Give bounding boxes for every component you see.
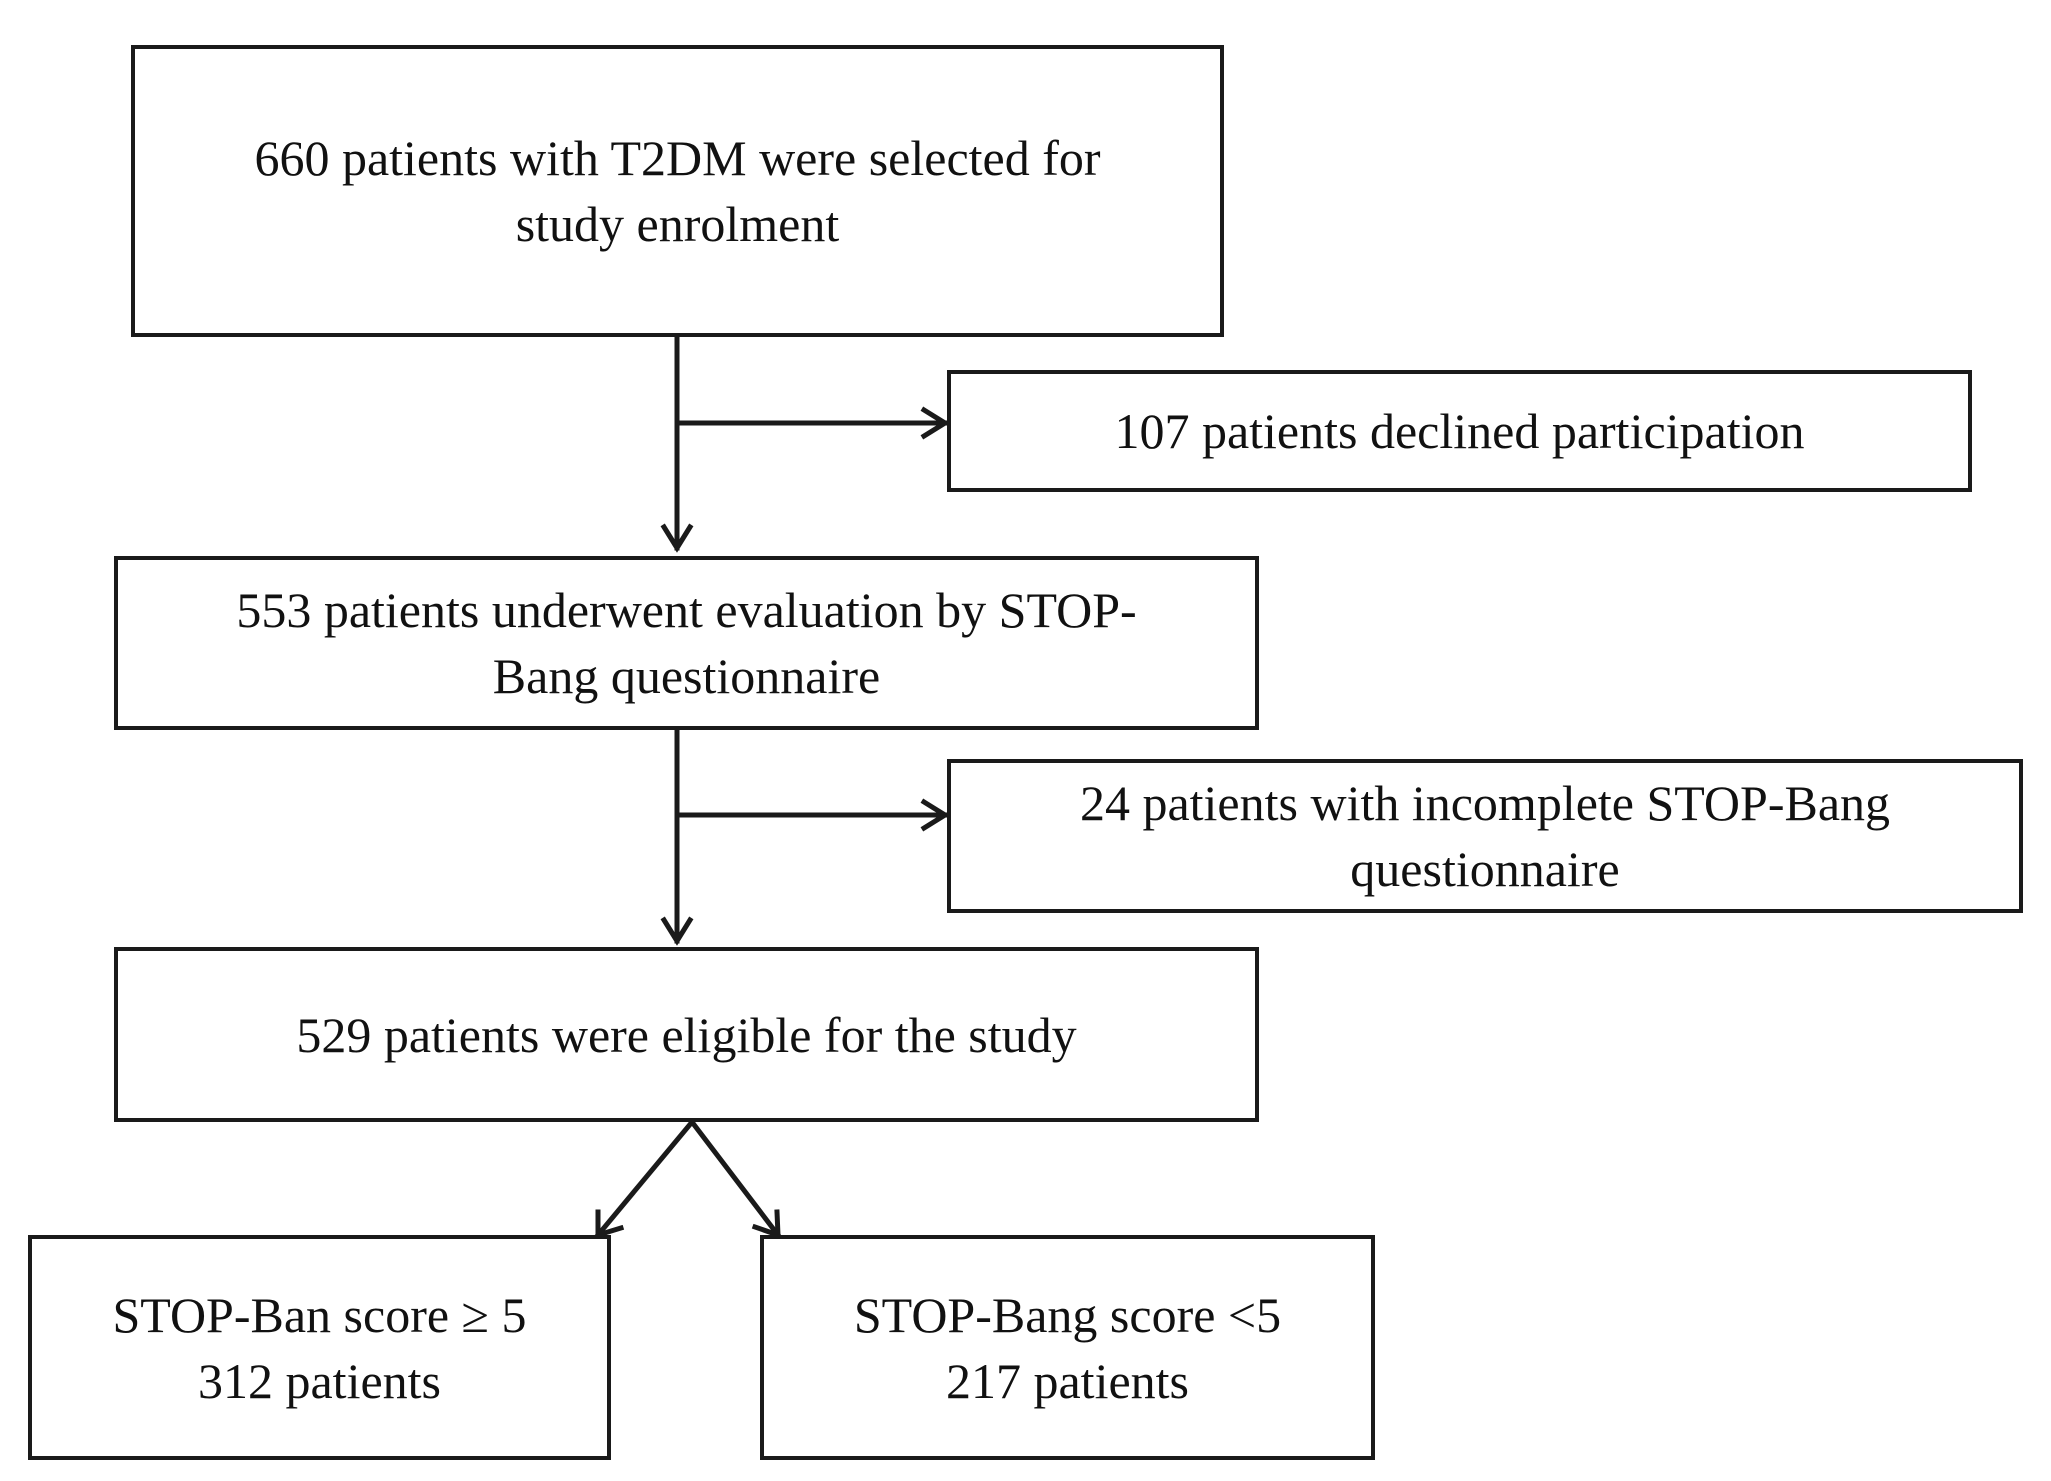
incomplete-text-line1: 24 patients with incomplete STOP-Bang xyxy=(1079,775,1891,831)
connector-to-low-score xyxy=(688,1118,782,1239)
evaluated-text-line2: Bang questionnaire xyxy=(492,648,881,704)
arrowhead-evaluated xyxy=(660,523,694,553)
arrowhead-incomplete xyxy=(920,798,950,832)
declined-box: 107 patients declined participation xyxy=(947,370,1972,492)
low-score-text-line2: 217 patients xyxy=(945,1352,1190,1409)
low-score-box: STOP-Bang score <5 217 patients xyxy=(760,1235,1375,1460)
selected-text-line2: study enrolment xyxy=(515,196,840,252)
high-score-box: STOP-Ban score ≥ 5 312 patients xyxy=(28,1235,611,1460)
arrowhead-declined xyxy=(920,406,950,440)
eligible-text: 529 patients were eligible for the study xyxy=(296,1006,1077,1063)
low-score-text-line1: STOP-Bang score <5 xyxy=(853,1286,1282,1343)
connector-to-high-score xyxy=(594,1118,696,1239)
eligible-box: 529 patients were eligible for the study xyxy=(114,947,1259,1122)
selected-box: 660 patients with T2DM were selected for… xyxy=(131,45,1224,337)
evaluated-box: 553 patients underwent evaluation by STO… xyxy=(114,556,1259,730)
high-score-text-line2: 312 patients xyxy=(197,1352,442,1409)
incomplete-box: 24 patients with incomplete STOP-Bang qu… xyxy=(947,759,2023,913)
high-score-text-line1: STOP-Ban score ≥ 5 xyxy=(112,1286,527,1343)
evaluated-text-line1: 553 patients underwent evaluation by STO… xyxy=(236,582,1137,638)
arrowhead-eligible xyxy=(660,916,694,946)
selected-text-line1: 660 patients with T2DM were selected for xyxy=(254,130,1101,186)
incomplete-text-line2: questionnaire xyxy=(1350,841,1620,897)
declined-text: 107 patients declined participation xyxy=(1114,403,1805,459)
